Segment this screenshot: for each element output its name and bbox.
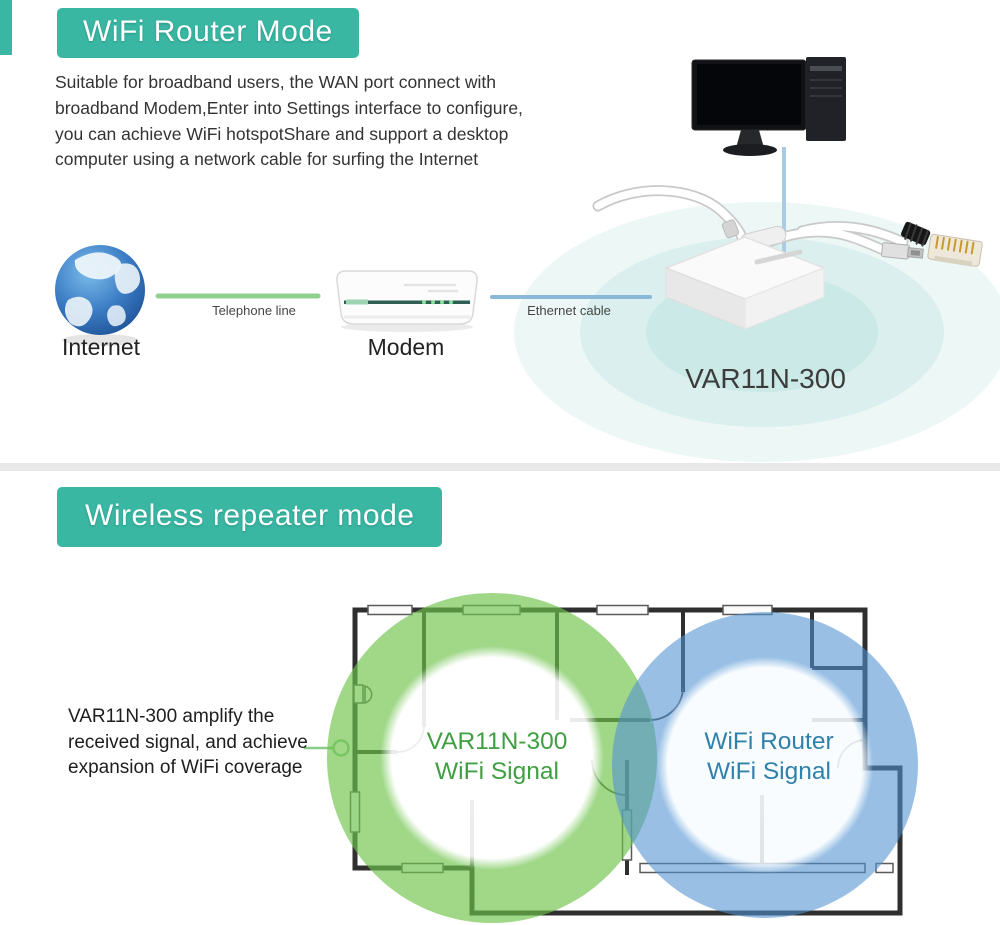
section-title-text: WiFi Router Mode	[83, 15, 333, 48]
section-divider	[0, 463, 1000, 471]
var11n-wifi-coverage-circle	[327, 593, 657, 923]
modem-label: Modem	[367, 334, 445, 360]
usb-rj45-splitter-cable-icon	[592, 185, 983, 267]
section-title-wifi-router-mode: WiFi Router Mode	[57, 8, 359, 58]
section-title-wireless-repeater-mode: Wireless repeater mode	[57, 487, 443, 547]
description-line: Suitable for broadband users, the WAN po…	[55, 72, 496, 92]
usb-plug-icon	[881, 242, 924, 260]
internet-label: Internet	[62, 334, 140, 360]
router-signal-label-line1: WiFi Router	[704, 728, 834, 755]
wifi-router-mode-section: WiFi Router Mode Suitable for broadband …	[55, 8, 1000, 462]
telephone-line-label: Telephone line	[212, 303, 296, 318]
ethernet-cable-label: Ethernet cable	[527, 303, 611, 318]
description-line: you can achieve WiFi hotspotShare and su…	[55, 123, 509, 144]
desktop-computer-icon	[691, 57, 846, 156]
rj45-plug-icon	[901, 221, 983, 267]
router-mode-diagram	[55, 57, 1000, 462]
callout-line: received signal, and achieve	[68, 731, 308, 753]
decorative-teal-strip	[0, 0, 12, 55]
var11n-signal-label: VAR11N-300 WiFi Signal	[377, 727, 617, 787]
section-title-text: Wireless repeater mode	[85, 499, 415, 532]
repeater-callout-text: VAR11N-300 amplify the received signal, …	[68, 704, 308, 781]
device-model-label: VAR11N-300	[685, 363, 846, 394]
router-signal-label: WiFi Router WiFi Signal	[649, 727, 889, 787]
description-line: computer using a network cable for surfi…	[55, 149, 479, 170]
var11n-300-device-icon	[663, 236, 827, 330]
modem-device-icon	[336, 270, 478, 332]
var11n-signal-label-line1: VAR11N-300	[426, 728, 568, 755]
callout-line: VAR11N-300 amplify the	[68, 706, 275, 727]
router-signal-label-line2: WiFi Signal	[707, 758, 831, 785]
description-line: broadband Modem,Enter into Settings inte…	[55, 97, 523, 118]
globe-icon	[55, 245, 145, 346]
router-wifi-coverage-circle	[612, 612, 918, 918]
var11n-signal-label-line2: WiFi Signal	[435, 758, 559, 785]
section-description: Suitable for broadband users, the WAN po…	[55, 70, 523, 173]
callout-line: expansion of WiFi coverage	[68, 757, 303, 779]
